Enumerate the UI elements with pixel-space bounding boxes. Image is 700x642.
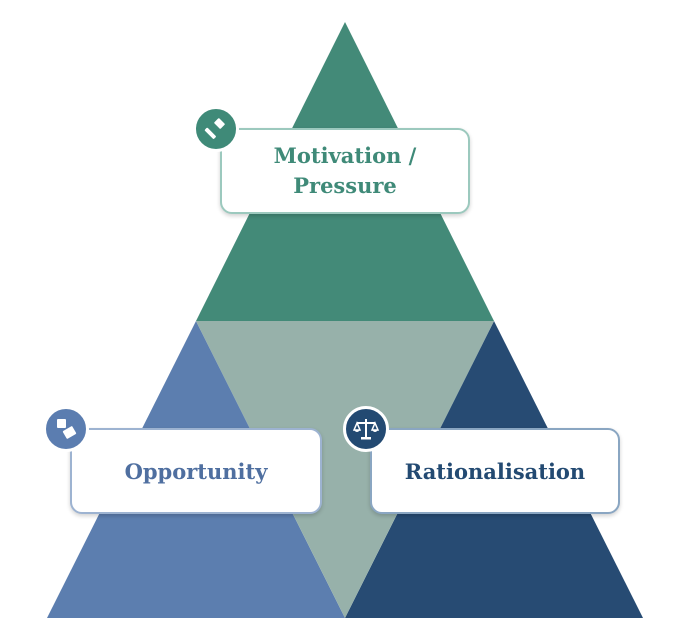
motivation-label-line1: Motivation / [273, 143, 417, 168]
opportunity-label: Opportunity [124, 458, 268, 484]
blocks-icon [43, 406, 89, 452]
scales-icon [343, 406, 389, 452]
hammer-icon [193, 106, 239, 152]
rationalisation-box: Rationalisation [370, 428, 620, 514]
opportunity-box: Opportunity [70, 428, 322, 514]
motivation-pressure-box: Motivation / Pressure [220, 128, 470, 214]
rationalisation-label: Rationalisation [404, 458, 586, 484]
motivation-label-line2: Pressure [293, 173, 397, 198]
triangle-center-inverted [196, 321, 494, 618]
